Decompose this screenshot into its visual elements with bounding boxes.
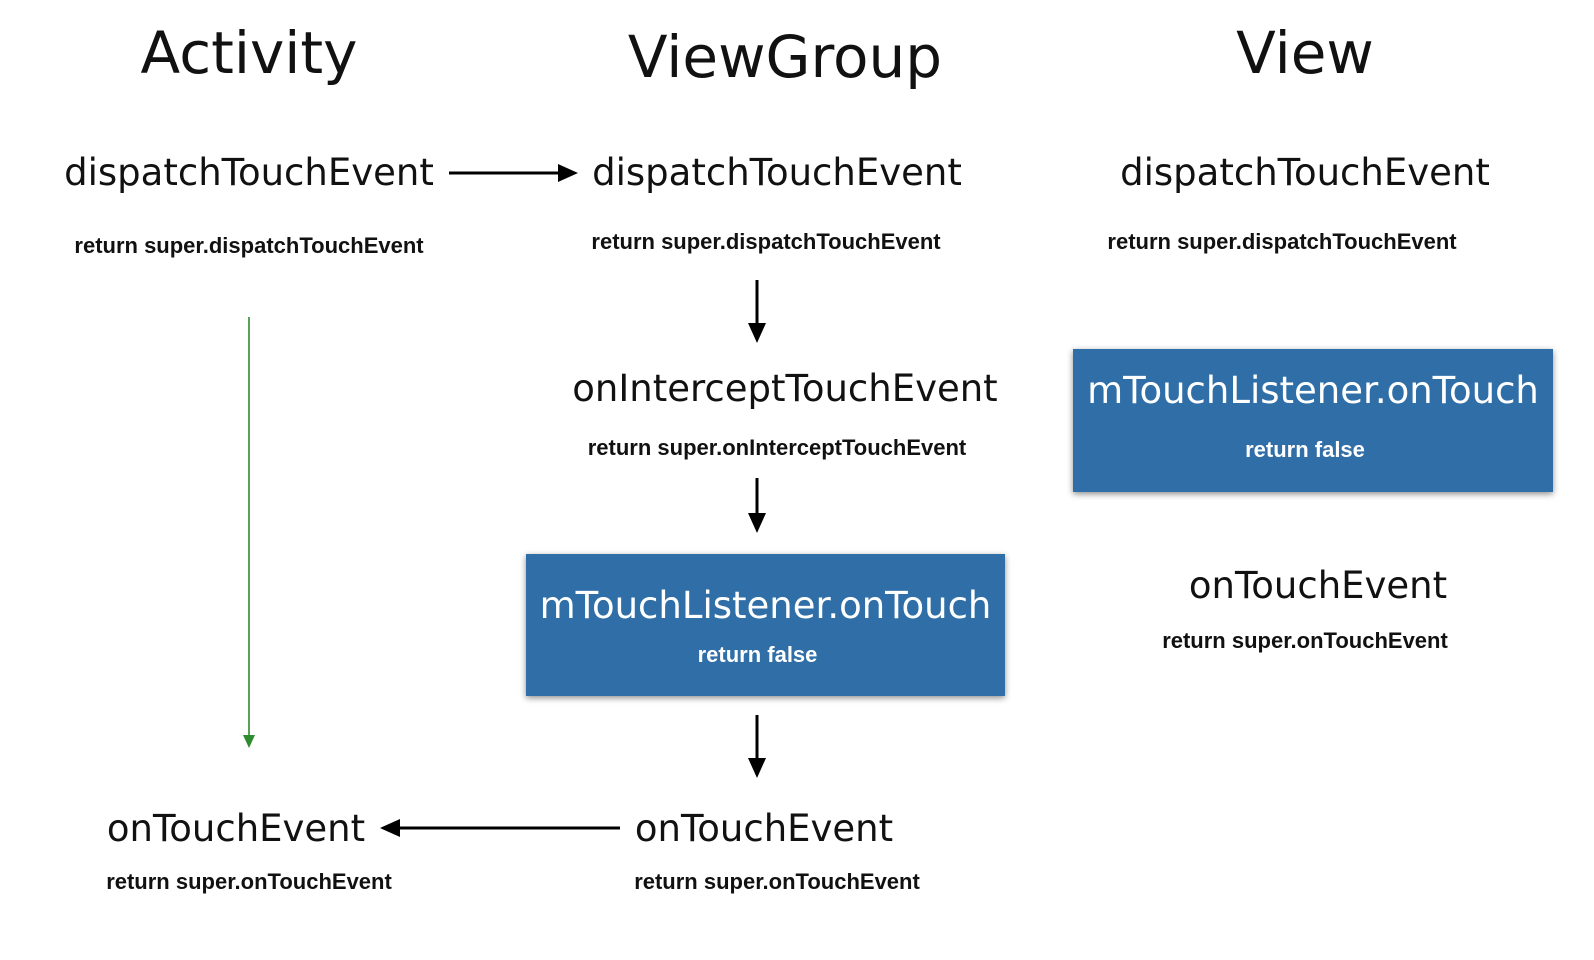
viewgroup-touch-listener-return: return false <box>697 642 818 667</box>
viewgroup-on-touch-event: onTouchEvent <box>634 807 894 850</box>
view-dispatch-return: return super.dispatchTouchEvent <box>1107 229 1457 254</box>
arrow-viewgroup-intercept-to-listener <box>748 478 766 533</box>
viewgroup-dispatch-return: return super.dispatchTouchEvent <box>591 229 941 254</box>
viewgroup-touch-listener-label: mTouchListener.onTouch <box>539 584 992 627</box>
viewgroup-intercept-return: return super.onInterceptTouchEvent <box>587 435 967 460</box>
view-touch-listener-box: mTouchListener.onTouch return false <box>1073 349 1553 492</box>
column-title-activity: Activity <box>140 19 358 87</box>
viewgroup-touch-listener-box: mTouchListener.onTouch return false <box>526 554 1005 696</box>
activity-dispatch-return: return super.dispatchTouchEvent <box>74 233 424 258</box>
activity-on-touch-return: return super.onTouchEvent <box>106 869 392 894</box>
arrow-viewgroup-listener-to-ontouch <box>748 715 766 778</box>
view-touch-listener-label: mTouchListener.onTouch <box>1087 369 1539 412</box>
activity-on-touch-event: onTouchEvent <box>106 807 366 850</box>
arrow-viewgroup-dispatch-to-intercept <box>748 280 766 343</box>
column-title-viewgroup: ViewGroup <box>627 23 943 91</box>
arrow-activity-to-viewgroup-dispatch <box>449 164 578 182</box>
view-touch-listener-return: return false <box>1245 437 1365 462</box>
viewgroup-dispatch-touch-event: dispatchTouchEvent <box>592 151 962 194</box>
view-dispatch-touch-event: dispatchTouchEvent <box>1120 151 1490 194</box>
view-on-touch-event: onTouchEvent <box>1188 564 1448 607</box>
view-on-touch-return: return super.onTouchEvent <box>1162 628 1448 653</box>
activity-dispatch-touch-event: dispatchTouchEvent <box>64 151 434 194</box>
column-title-view: View <box>1236 19 1374 87</box>
arrow-viewgroup-to-activity-ontouch <box>380 819 620 837</box>
viewgroup-on-intercept-touch-event: onInterceptTouchEvent <box>572 367 998 410</box>
arrow-activity-dispatch-to-ontouch <box>243 317 255 748</box>
viewgroup-on-touch-return: return super.onTouchEvent <box>634 869 920 894</box>
